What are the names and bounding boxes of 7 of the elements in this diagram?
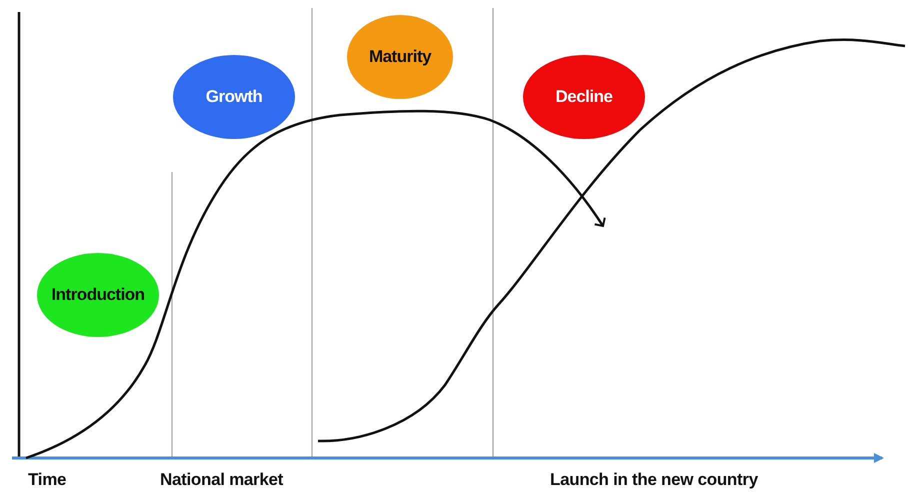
stage-ellipse: Decline	[523, 55, 645, 139]
axis-label: Launch in the new country	[550, 470, 758, 490]
stage-ellipse: Maturity	[347, 15, 453, 99]
stage-ellipse: Introduction	[37, 253, 159, 337]
axis-label: Time	[28, 470, 66, 490]
stage-ellipse: Growth	[173, 55, 295, 139]
axis-label: National market	[160, 470, 284, 490]
